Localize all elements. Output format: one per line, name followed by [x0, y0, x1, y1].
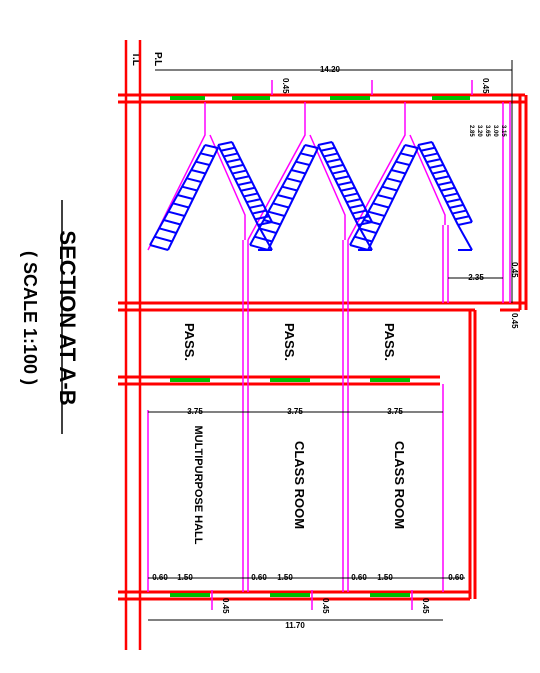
dim-sill-b1: 0.45	[221, 598, 230, 614]
level-label-tl: T.L	[130, 52, 141, 66]
svg-text:2.85: 2.85	[468, 125, 474, 137]
stair-note: 2.85 3.20 3.65 3.00 3.15	[468, 125, 506, 137]
room-label-multipurpose: MULTIPURPOSE HALL	[192, 426, 204, 545]
dimension-labels: 14.20 11.70 3.75 3.75 3.75 2.35 1.50 1.5…	[152, 65, 519, 630]
dim-gap-3: 0.60	[351, 573, 367, 582]
dim-parapet: 0.45	[510, 262, 519, 278]
dim-sill-b3: 0.45	[421, 598, 430, 614]
dim-sill-b2: 0.45	[321, 598, 330, 614]
columns	[147, 80, 511, 610]
svg-text:3.65: 3.65	[484, 125, 490, 137]
dim-sill-top-2: 0.45	[481, 78, 490, 94]
dim-gap-2: 0.60	[251, 573, 267, 582]
stair-flights	[149, 141, 473, 251]
dim-overall-top: 14.20	[320, 65, 341, 74]
dim-overall-bottom: 11.70	[285, 621, 305, 630]
section-title: SECTION AT A-B	[55, 230, 80, 405]
windows	[170, 96, 470, 597]
floor-slabs	[118, 93, 528, 601]
dim-sill-top: 0.45	[281, 78, 290, 94]
level-label-pl: P.L	[152, 52, 163, 66]
scale-label: ( SCALE 1:100 )	[20, 251, 40, 385]
room-label-classroom-2: CLASS ROOM	[392, 441, 407, 529]
svg-text:3.15: 3.15	[500, 125, 506, 137]
dim-edge: 0.60	[448, 573, 464, 582]
dim-opening-1: 1.50	[177, 573, 193, 582]
dimension-lines	[148, 60, 513, 621]
svg-text:3.20: 3.20	[476, 125, 482, 137]
svg-text:3.00: 3.00	[492, 125, 498, 137]
dim-room-1: 3.75	[187, 407, 203, 416]
dim-opening-3: 1.50	[377, 573, 393, 582]
ground-lines	[124, 40, 142, 650]
dim-room-2: 3.75	[287, 407, 303, 416]
passage-label-3: PASS.	[382, 323, 397, 361]
room-label-classroom-1: CLASS ROOM	[292, 441, 307, 529]
passage-label-2: PASS.	[282, 323, 297, 361]
dim-opening-2: 1.50	[277, 573, 293, 582]
dim-sill-right: 0.45	[510, 313, 519, 329]
dim-room-3: 3.75	[387, 407, 403, 416]
title-block: SECTION AT A-B ( SCALE 1:100 )	[20, 200, 80, 434]
dim-stair-offset: 2.35	[468, 273, 484, 282]
dim-gap-1: 0.60	[152, 573, 168, 582]
passage-label-1: PASS.	[182, 323, 197, 361]
